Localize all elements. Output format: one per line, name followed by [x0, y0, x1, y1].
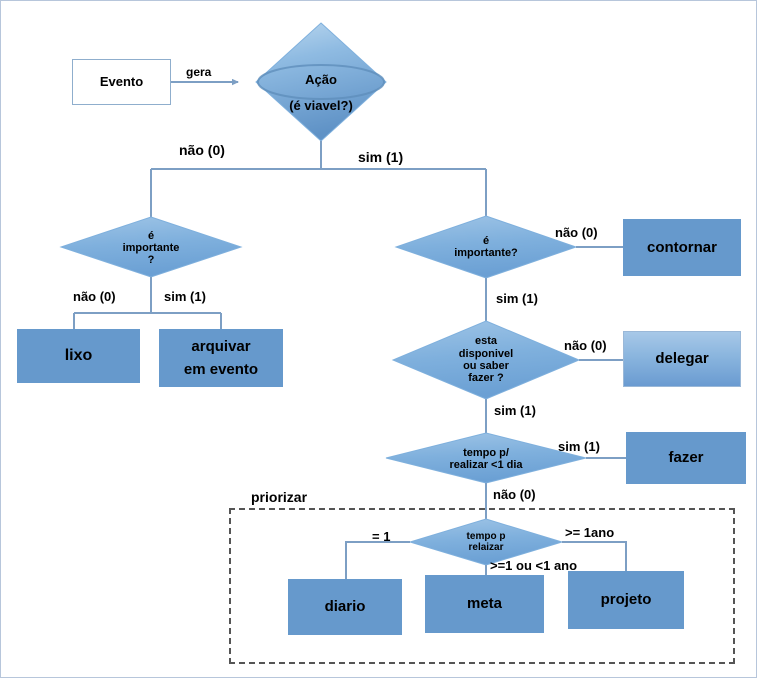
edge-label-tempo-dia-nao: não (0) [493, 487, 536, 502]
edge-label-importante-right-sim: sim (1) [496, 291, 538, 306]
node-fazer[interactable]: fazer [626, 432, 746, 484]
tempo-dia-diamond [385, 432, 587, 484]
node-diario[interactable]: diario [288, 579, 402, 635]
node-projeto-label: projeto [600, 591, 652, 609]
node-projeto[interactable]: projeto [568, 571, 684, 629]
edge-left-importante-split [73, 277, 222, 329]
node-evento[interactable]: Evento [72, 59, 171, 105]
group-priorizar-box [229, 508, 735, 664]
node-lixo[interactable]: lixo [17, 329, 140, 383]
edge-label-relaizar-ano: >= 1ano [565, 525, 615, 540]
importante-right-diamond [394, 215, 578, 279]
edge-acao-split [150, 141, 487, 217]
group-priorizar-label: priorizar [251, 489, 308, 505]
node-arquivar-label-line2: em evento [183, 361, 259, 378]
node-arquivar-label-line1: arquivar [191, 337, 251, 355]
edge-label-relaizar-um: = 1 [372, 529, 391, 544]
edge-label-acao-nao: não (0) [179, 142, 225, 158]
disponivel-diamond [391, 320, 581, 400]
edge-label-disponivel-sim: sim (1) [494, 403, 536, 418]
node-fazer-label: fazer [668, 449, 704, 467]
edge-label-importante-left-nao: não (0) [73, 289, 116, 304]
node-delegar-label: delegar [655, 350, 709, 368]
edge-relaizar-to-diario [345, 541, 410, 579]
node-evento-label: Evento [99, 73, 144, 89]
edge-label-importante-left-sim: sim (1) [164, 289, 206, 304]
edge-label-gera: gera [186, 65, 212, 79]
edge-label-disponivel-nao: não (0) [564, 338, 607, 353]
node-arquivar[interactable]: arquivar em evento [159, 329, 283, 387]
edge-relaizar-to-projeto [562, 541, 627, 575]
edge-label-importante-right-nao: não (0) [555, 225, 598, 240]
acao-diamond [255, 22, 387, 142]
node-lixo-label: lixo [64, 346, 93, 364]
edge-label-acao-sim: sim (1) [358, 149, 404, 165]
node-delegar[interactable]: delegar [623, 331, 741, 387]
node-meta[interactable]: meta [425, 575, 544, 633]
acao-ellipse-overlay [257, 64, 385, 100]
node-diario-label: diario [324, 598, 366, 616]
node-meta-label: meta [466, 595, 503, 613]
importante-left-diamond [59, 216, 243, 278]
node-contornar[interactable]: contornar [623, 219, 741, 276]
node-contornar-label: contornar [646, 238, 717, 256]
edge-label-relaizar-meio: >=1 ou <1 ano [490, 558, 578, 573]
edge-label-tempo-dia-sim: sim (1) [558, 439, 600, 454]
